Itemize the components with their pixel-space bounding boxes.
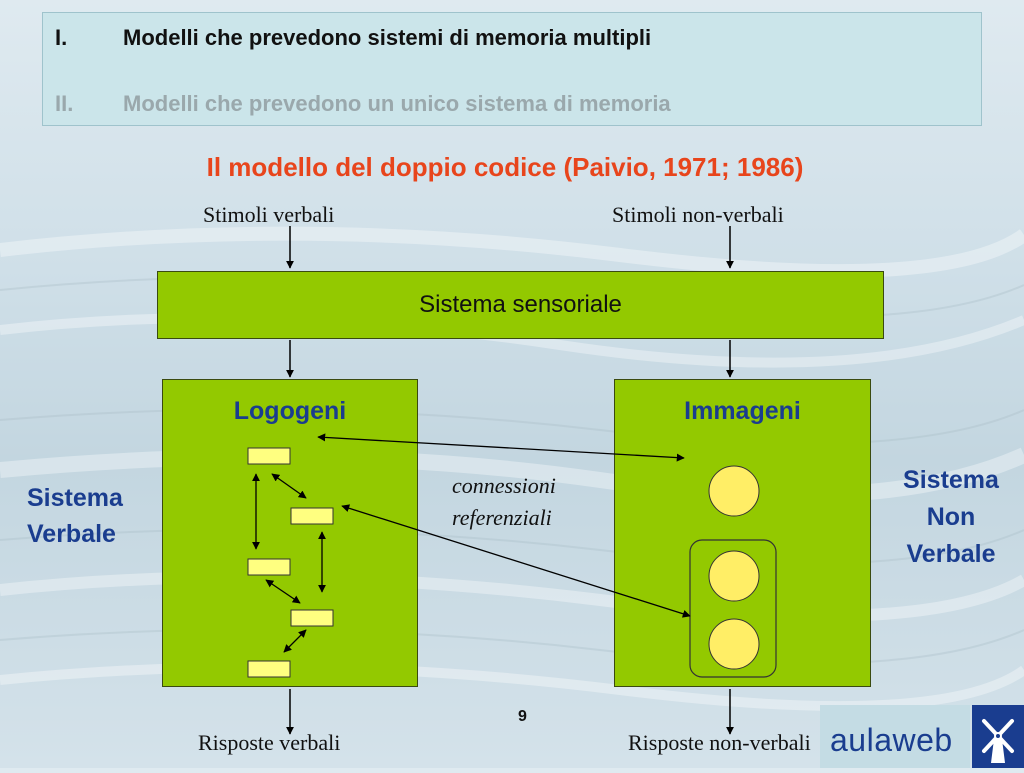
header-box: I. Modelli che prevedono sistemi di memor… <box>42 12 982 126</box>
imagen-unit <box>708 618 760 670</box>
logogen-link <box>271 473 307 499</box>
logogen-unit <box>247 447 291 465</box>
header-item-2-number: II. <box>55 91 74 116</box>
slide-title: Il modello del doppio codice (Paivio, 19… <box>206 152 804 182</box>
imagens-title: Immageni <box>684 397 801 425</box>
header-item-2-text: Modelli che prevedono un unico sistema d… <box>123 91 671 116</box>
input-verbal-label: Stimoli verbali <box>203 202 335 227</box>
referential-link-upper <box>317 433 685 462</box>
output-nonverbal-label: Risposte non-verbali <box>628 730 811 755</box>
imagen-unit <box>708 465 760 517</box>
nonverbal-system-label-line-2: Non <box>926 503 976 531</box>
sensory-system-box: Sistema sensoriale <box>157 271 884 339</box>
header-item-1: I. Modelli che prevedono sistemi di memor… <box>55 25 651 51</box>
logogens-title: Logogeni <box>233 397 347 425</box>
logogen-link <box>265 579 301 604</box>
logo-background <box>820 705 970 768</box>
referential-connections-line-1: connessioni <box>452 473 556 498</box>
logogen-link <box>283 629 307 653</box>
verbal-system-label-line-1: Sistema <box>27 484 123 512</box>
referential-link-lower <box>341 504 691 618</box>
nonverbal-system-label-line-3: Verbale <box>906 540 996 568</box>
page-number: 9 <box>518 708 527 725</box>
logogen-unit <box>290 609 334 627</box>
sensory-system-label: Sistema sensoriale <box>419 291 622 318</box>
verbal-system-label: Sistema Verbale <box>27 480 123 552</box>
imagen-unit <box>708 550 760 602</box>
windmill-icon <box>972 705 1024 768</box>
header-item-1-number: I. <box>55 25 68 50</box>
header-item-2: II. Modelli che prevedono un unico sistem… <box>55 91 671 117</box>
nonverbal-system-label: Sistema Non Verbale <box>880 462 1022 573</box>
input-nonverbal-label: Stimoli non-verbali <box>612 202 784 227</box>
logogen-unit <box>247 558 291 576</box>
logo-text: aulaweb <box>830 722 953 758</box>
output-verbal-label: Risposte verbali <box>198 730 341 755</box>
logogen-unit <box>247 660 291 678</box>
verbal-system-label-line-2: Verbale <box>27 520 116 548</box>
logogen-unit <box>290 507 334 525</box>
nonverbal-system-label-line-1: Sistema <box>903 466 999 494</box>
header-item-1-text: Modelli che prevedono sistemi di memoria… <box>123 25 652 50</box>
